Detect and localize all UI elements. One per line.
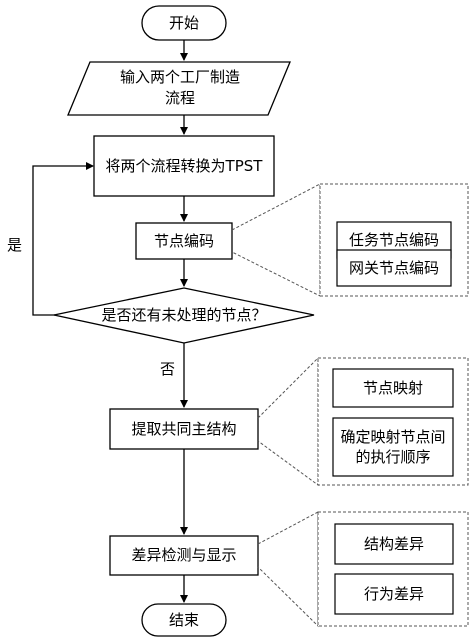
extract-callout-lines	[257, 356, 319, 486]
input-parallelogram	[67, 61, 291, 116]
detect-box	[109, 535, 259, 576]
detect-callout-lines	[257, 511, 319, 628]
extract-box	[109, 408, 259, 450]
behavioral-diff-label: 行为差异	[363, 585, 424, 603]
node-mapping-box	[332, 368, 454, 408]
end-label: 结束	[168, 611, 199, 629]
structural-diff-label: 结构差异	[363, 535, 424, 553]
detect-label: 差异检测与显示	[131, 546, 237, 564]
yes-label: 是	[7, 236, 23, 254]
no-label: 否	[160, 360, 176, 378]
start-terminal	[141, 5, 227, 41]
encode-label: 节点编码	[153, 232, 214, 250]
behavioral-diff-box	[334, 573, 454, 615]
task-node-encode-label: 任务节点编码	[348, 231, 439, 249]
end-terminal	[141, 603, 227, 637]
exec-order-box	[332, 417, 454, 477]
start-label: 开始	[168, 14, 199, 32]
convert-label: 将两个流程转换为TPST	[105, 157, 263, 175]
structural-diff-box	[334, 523, 454, 565]
exec-order-label-line1: 确定映射节点间	[340, 428, 446, 446]
arrow-yes-loop	[32, 162, 94, 316]
encode-callout-lines	[231, 183, 321, 297]
node-mapping-label: 节点映射	[362, 379, 423, 397]
input-label-line2: 流程	[164, 89, 195, 107]
input-label-line1: 输入两个工厂制造	[119, 68, 240, 86]
decision-diamond	[53, 287, 315, 344]
convert-box	[93, 135, 275, 197]
decision-label: 是否还有未处理的节点？	[101, 306, 267, 324]
gateway-node-encode-label: 网关节点编码	[348, 259, 439, 277]
exec-order-label-line2: 的执行顺序	[355, 448, 431, 466]
encode-box	[135, 222, 233, 260]
extract-label: 提取共同主结构	[131, 420, 237, 438]
gateway-node-encode-box	[336, 249, 452, 287]
